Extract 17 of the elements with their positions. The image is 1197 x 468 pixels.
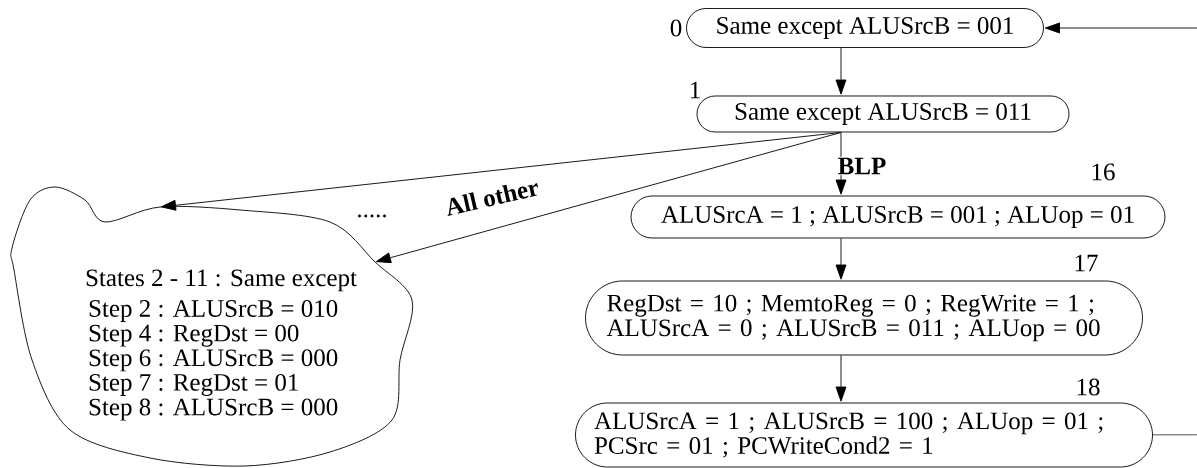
state-number: 16 [1092, 163, 1115, 181]
state-number: 17 [1075, 254, 1098, 272]
state-box: ALUSrcA = 1 ; ALUSrcB = 100 ; ALUop = 01 ; PCSrc = 01 ; PCWriteCond2 = 1 [575, 402, 1153, 468]
arrow [375, 132, 842, 264]
arrow [835, 132, 847, 195]
edge-label: BLP [836, 156, 888, 176]
state-box: RegDst = 10 ; MemtoReg = 0 ; RegWrite = 1 ; ALUSrcA = 0 ; ALUSrcB = 011 ; ALUop = 00 [585, 280, 1143, 356]
ellipsis-label: ..... [358, 214, 386, 218]
edge-label: All other [442, 176, 542, 218]
state-box: Same except ALUSrcB = 001 [686, 8, 1044, 48]
state-box: ALUSrcA = 1 ; ALUSrcB = 001 ; ALUop = 01 [630, 195, 1166, 239]
state-number: 0 [670, 19, 682, 37]
arrow [835, 47, 847, 95]
state-number: 18 [1077, 378, 1100, 396]
arrow [835, 238, 847, 280]
arrow [835, 355, 847, 402]
arrow [1044, 22, 1197, 34]
